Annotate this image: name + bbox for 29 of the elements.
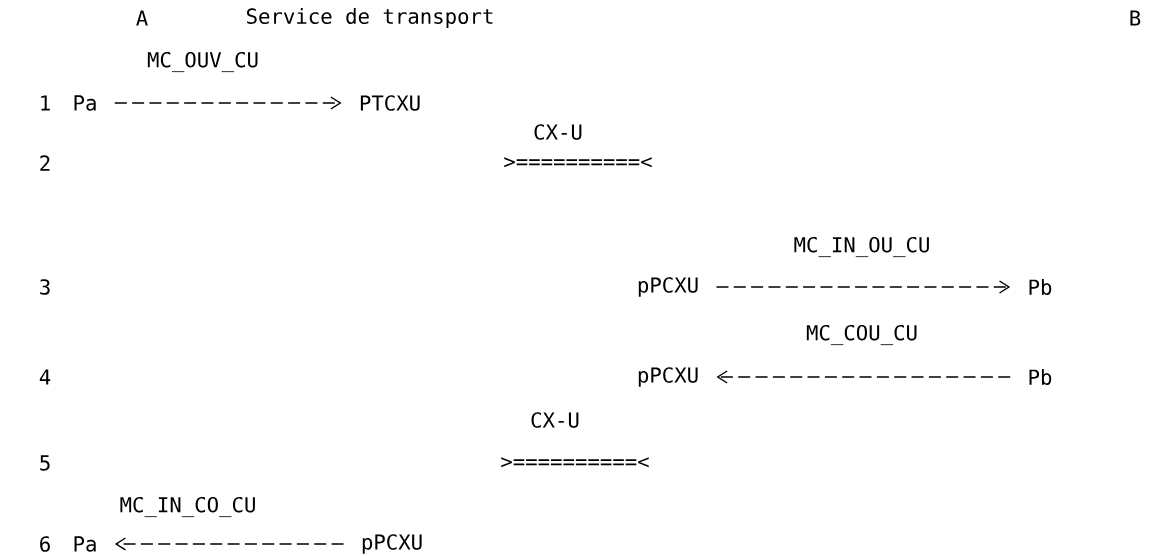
edge-label: MC_IN_CO_CU [120,496,255,518]
dashed-arrow [114,537,345,551]
row-number: 2 [40,155,50,171]
participant-label: Pb [1029,279,1052,295]
row-number: 3 [40,279,50,295]
connection-symbol: >==========< [504,157,652,168]
title: Service de transport [247,8,493,28]
dashed-arrow [114,96,342,110]
participant-label: pPCXU [638,367,698,387]
participant-label: Pa [74,95,96,111]
participant-label: Pb [1029,369,1052,385]
participant-label: pPCXU [638,277,698,297]
connection-symbol: >==========< [501,457,649,468]
row-number: 4 [39,369,51,385]
connection-label: CX-U [534,124,582,140]
column-heading: B [1130,10,1141,26]
dashed-arrow [716,370,1011,384]
dashed-arrow [715,280,1011,294]
row-number: 5 [40,455,50,471]
edge-label: MC_COU_CU [806,324,917,346]
row-number: 6 [40,536,50,552]
connection-label: CX-U [531,412,579,428]
row-number: 1 [41,95,50,111]
column-heading: A [136,10,148,26]
participant-label: Pa [74,536,96,552]
edge-label: MC_IN_OU_CU [794,236,929,258]
participant-label: pPCXU [362,534,422,554]
participant-label: PTCXU [360,95,420,111]
edge-label: MC_OUV_CU [147,51,258,73]
